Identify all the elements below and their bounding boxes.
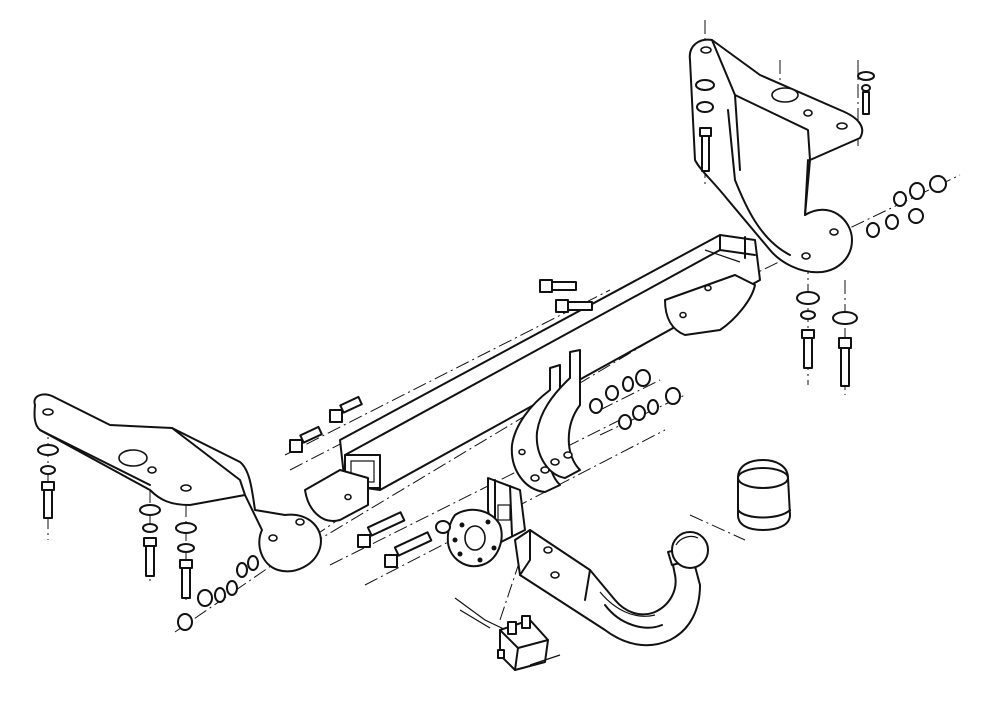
bolt-shank [181,567,191,599]
neck-mounting-plates [510,349,581,493]
washer [857,71,875,81]
washer [861,84,871,92]
washer [695,79,715,91]
bolt-shank [43,489,53,519]
washer [236,562,248,578]
washer [632,405,646,421]
ball-cover [737,459,791,531]
bolt-shank [840,347,850,387]
washer [589,398,603,414]
bolt-head [329,409,343,423]
bolt-shank [393,531,433,557]
bolt-shank [567,301,593,311]
washer [139,504,161,516]
connector-pin [507,621,517,635]
electrical-socket [435,508,503,568]
bolt-shank [145,545,155,577]
washer [40,465,56,475]
nut [665,387,681,405]
bolt-shank [862,91,870,115]
nut [908,208,924,224]
washer [796,291,820,305]
nut [177,613,193,631]
bolt-shank [366,511,406,537]
bolt-head [384,554,398,568]
bolt-head [699,127,712,137]
crossbar-tube [304,234,761,522]
bolt-head [838,337,852,349]
washer [909,182,925,200]
bolt-head [539,279,553,293]
tow-ball [671,531,709,569]
washer [37,444,59,456]
bolt-head [289,439,303,453]
bolt-shank [339,395,363,414]
nut [635,369,651,387]
washer [885,214,899,230]
washer [800,310,816,320]
washer [622,376,634,392]
connector-pin [497,649,505,659]
washer [647,399,659,415]
wiring-connector [454,597,561,671]
bolt-head [555,299,569,313]
washer [866,222,880,238]
bolt-head [143,537,157,547]
washer [226,580,238,596]
washer [435,520,451,534]
neck-plate-fasteners [589,369,681,430]
connector-pin [521,615,531,629]
washer [832,311,858,325]
right-bracket-fasteners [695,71,947,387]
washer [247,555,259,571]
washer [618,414,632,430]
bolt-shank [701,135,710,172]
washer [605,385,619,401]
nut [197,589,213,607]
washer [175,522,197,534]
right-mounting-bracket [688,38,864,274]
left-mounting-bracket [33,393,322,573]
bolt-head [357,534,371,548]
crossbar-bolts [289,279,593,568]
bolt-shank [803,337,813,369]
bolt-head [801,329,815,339]
nut [929,175,947,193]
washer [214,587,226,603]
washer [177,543,195,553]
washer [893,191,907,207]
bolt-head [41,481,55,491]
washer [142,523,158,533]
bolt-head [179,559,193,569]
left-bracket-fasteners [37,444,259,631]
washer [696,101,714,113]
bolt-shank [299,425,323,444]
bolt-shank [551,281,577,291]
